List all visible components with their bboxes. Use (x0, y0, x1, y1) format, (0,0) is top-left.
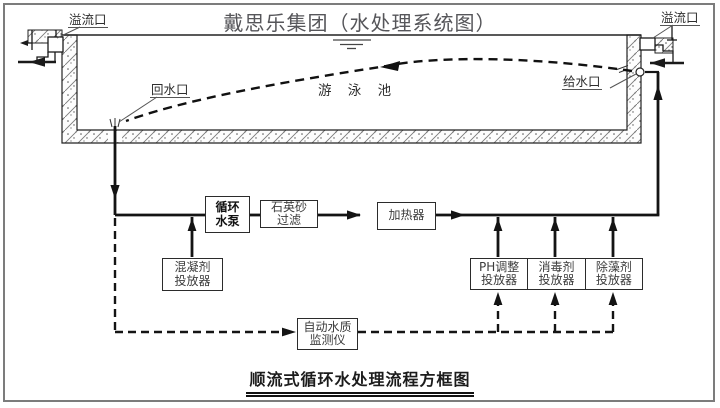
makeup-water-arrow (650, 58, 665, 68)
coagulant-label-line1: 混凝剂 (174, 260, 211, 274)
label-return-port: 回水口 (150, 82, 190, 98)
dashed-arrowheads (282, 292, 618, 337)
overflow-left-piping (18, 30, 64, 67)
water-quality-monitor-box: 自动水质 监测仪 (297, 318, 358, 350)
monitor-label-line2: 监测仪 (309, 333, 346, 347)
monitor-label-line1: 自动水质 (303, 319, 352, 334)
overflow-weir-right (639, 37, 656, 51)
caption-wrap: 顺流式循环水处理流程方框图 (0, 366, 720, 397)
label-overflow-right: 溢流口 (660, 10, 700, 26)
filter-label-line2: 过滤 (276, 213, 301, 227)
pump-label-line2: 水泵 (215, 213, 240, 228)
ph-dispenser-box: PH调整 投放器 (471, 259, 527, 289)
label-overflow-left: 溢流口 (68, 12, 108, 28)
return-port-fitting (109, 118, 121, 128)
overflow-weir-left (47, 36, 64, 53)
heater-box: 加热器 (377, 202, 436, 230)
leader-lines (56, 24, 674, 123)
algaecide-dispenser-box: 除藻剂 投放器 (584, 259, 642, 289)
algaecide-label-line2: 投放器 (595, 273, 632, 287)
diagram-caption: 顺流式循环水处理流程方框图 (246, 366, 474, 397)
quartz-sand-filter-box: 石英砂 过滤 (260, 200, 318, 228)
supply-port-fitting (616, 65, 659, 77)
ph-label-line1: PH调整 (479, 259, 520, 274)
heater-label: 加热器 (388, 208, 425, 223)
disinfectant-dispenser-box: 消毒剂 投放器 (527, 259, 584, 289)
coagulant-label-line2: 投放器 (174, 273, 211, 288)
algaecide-label-line1: 除藻剂 (595, 259, 632, 274)
label-swimming-pool: 游 泳 池 (318, 83, 398, 99)
coagulant-dispenser-box: 混凝剂 投放器 (162, 258, 223, 291)
water-surface-icon (333, 39, 371, 50)
swim-flow-arc (125, 57, 633, 123)
chemical-dispenser-group: PH调整 投放器 消毒剂 投放器 除藻剂 投放器 (470, 258, 643, 290)
overflow-right-piping (639, 26, 684, 68)
arc-arrow (380, 61, 400, 71)
ph-label-line2: 投放器 (481, 273, 518, 287)
disinfectant-label-line1: 消毒剂 (538, 259, 575, 274)
disinfectant-label-line2: 投放器 (538, 273, 575, 287)
drawing-border (3, 3, 715, 402)
pump-label-line1: 循环 (215, 200, 240, 214)
overflow-left-arrow (29, 57, 45, 67)
diagram-title: 戴思乐集团（水处理系统图） (223, 11, 497, 35)
circulation-pump-box: 循环 水泵 (205, 196, 250, 233)
flow-arrowheads (110, 85, 663, 231)
filter-label-line1: 石英砂 (270, 199, 307, 214)
label-supply-port: 给水口 (562, 74, 602, 90)
